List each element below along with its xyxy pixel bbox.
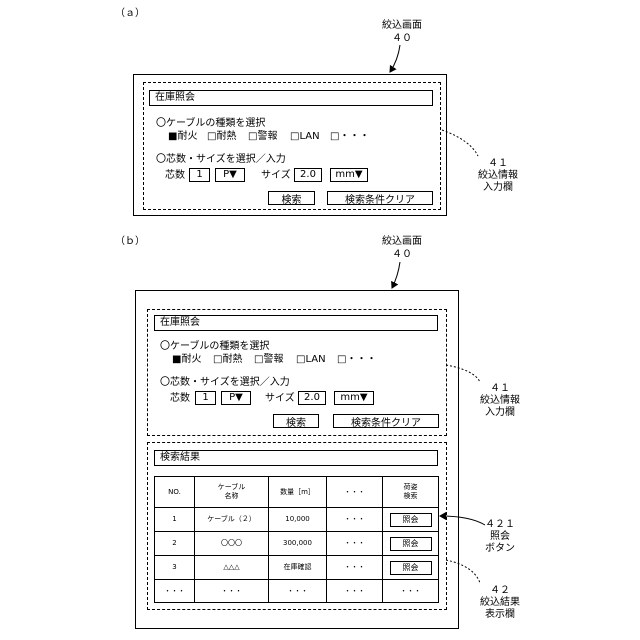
screen-num-a: ４０: [372, 33, 432, 45]
option-fireproof-a[interactable]: ■耐火: [168, 131, 197, 143]
screen-label-b: 絞込画面: [372, 236, 432, 248]
results-title-b: 検索結果: [154, 450, 438, 466]
core-count-input-b[interactable]: 1: [195, 391, 216, 405]
screen-label-a: 絞込画面: [372, 20, 432, 32]
cell-no: 2: [155, 532, 195, 556]
cell-qty: 300,000: [269, 532, 327, 556]
inquiry-button-row-2[interactable]: 照会: [390, 537, 432, 551]
callout-41-line1-b: 絞込情報: [470, 395, 530, 407]
leader-40-b: [392, 262, 400, 288]
cell-qty: ・・・: [269, 580, 327, 603]
core-unit-select-a[interactable]: P▼: [215, 168, 245, 182]
callout-421-num: ４２１: [470, 519, 530, 531]
cell-no: 1: [155, 508, 195, 532]
cell-no: 3: [155, 556, 195, 580]
callout-421-line1: 照会: [470, 531, 530, 543]
cell-name: △△△: [195, 556, 269, 580]
inquiry-button-row-3[interactable]: 照会: [390, 561, 432, 575]
cell-more: ・・・: [327, 580, 383, 603]
cell-name: ケーブル（２）: [195, 508, 269, 532]
callout-41-line2-a: 入力欄: [468, 182, 528, 194]
size-unit-select-a[interactable]: mm▼: [330, 168, 368, 182]
size-label-a: サイズ: [261, 170, 291, 182]
option-heatproof-b[interactable]: □耐熱: [213, 354, 242, 366]
cell-action: 照会: [383, 532, 439, 556]
core-unit-select-b[interactable]: P▼: [221, 391, 251, 405]
header-more: ・・・: [327, 477, 383, 508]
header-cable-name: ケーブル 名称: [195, 477, 269, 508]
table-row: ・・・ ・・・ ・・・ ・・・ ・・・: [155, 580, 439, 603]
option-lan-b[interactable]: □LAN: [296, 354, 326, 366]
search-button-b[interactable]: 検索: [273, 414, 319, 428]
panel-a-tag: （ａ）: [115, 8, 145, 20]
size-label-b: サイズ: [265, 393, 295, 405]
table-header-row: NO. ケーブル 名称 数量［m］ ・・・ 荷姿 検索: [155, 477, 439, 508]
size-input-b[interactable]: 2.0: [298, 391, 326, 405]
option-alarm-a[interactable]: □警報: [248, 131, 277, 143]
option-alarm-b[interactable]: □警報: [254, 354, 283, 366]
table-row: 2 〇〇〇 300,000 ・・・ 照会: [155, 532, 439, 556]
size-heading-a: 〇芯数・サイズを選択／入力: [156, 154, 286, 166]
screen-num-b: ４０: [372, 249, 432, 261]
cell-name: ・・・: [195, 580, 269, 603]
clear-button-a[interactable]: 検索条件クリア: [327, 191, 433, 205]
header-no: NO.: [155, 477, 195, 508]
cell-more: ・・・: [327, 556, 383, 580]
callout-42-line1: 絞込結果: [470, 597, 530, 609]
header-package-search: 荷姿 検索: [383, 477, 439, 508]
callout-42-line2: 表示欄: [470, 609, 530, 621]
cell-no: ・・・: [155, 580, 195, 603]
table-row: 3 △△△ 在庫確認 ・・・ 照会: [155, 556, 439, 580]
cell-more: ・・・: [327, 532, 383, 556]
size-heading-b: 〇芯数・サイズを選択／入力: [160, 377, 290, 389]
option-more-a[interactable]: □・・・: [330, 131, 369, 143]
core-count-label-b: 芯数: [170, 393, 190, 405]
callout-421-line2: ボタン: [470, 543, 530, 555]
header-quantity: 数量［m］: [269, 477, 327, 508]
results-table: NO. ケーブル 名称 数量［m］ ・・・ 荷姿 検索 1 ケーブル（２） 10…: [154, 476, 438, 602]
core-count-input-a[interactable]: 1: [189, 168, 210, 182]
callout-41-line1-a: 絞込情報: [468, 170, 528, 182]
callout-41-num-b: ４１: [470, 383, 530, 395]
cell-action: 照会: [383, 556, 439, 580]
callout-42-num: ４２: [470, 585, 530, 597]
leader-40-a: [390, 45, 400, 72]
clear-button-b[interactable]: 検索条件クリア: [333, 414, 439, 428]
option-heatproof-a[interactable]: □耐熱: [207, 131, 236, 143]
option-more-b[interactable]: □・・・: [337, 354, 376, 366]
callout-41-num-a: ４１: [468, 158, 528, 170]
panel-b-tag: （ｂ）: [115, 236, 145, 248]
table-row: 1 ケーブル（２） 10,000 ・・・ 照会: [155, 508, 439, 532]
cable-type-heading-a: 〇ケーブルの種類を選択: [156, 118, 265, 130]
leader-41-a: [442, 130, 478, 156]
size-unit-select-b[interactable]: mm▼: [334, 391, 374, 405]
section-title-a: 在庫照会: [149, 90, 433, 106]
option-fireproof-b[interactable]: ■耐火: [172, 354, 201, 366]
cell-action: 照会: [383, 508, 439, 532]
cell-qty: 在庫確認: [269, 556, 327, 580]
search-button-a[interactable]: 検索: [268, 191, 315, 205]
callout-41-line2-b: 入力欄: [470, 407, 530, 419]
cable-type-heading-b: 〇ケーブルの種類を選択: [160, 341, 269, 353]
cell-more: ・・・: [327, 508, 383, 532]
section-title-b: 在庫照会: [154, 315, 438, 331]
inquiry-button-row-1[interactable]: 照会: [390, 513, 432, 527]
core-count-label-a: 芯数: [165, 170, 185, 182]
option-lan-a[interactable]: □LAN: [290, 131, 320, 143]
cell-qty: 10,000: [269, 508, 327, 532]
cell-name: 〇〇〇: [195, 532, 269, 556]
size-input-a[interactable]: 2.0: [294, 168, 322, 182]
cell-action: ・・・: [383, 580, 439, 603]
